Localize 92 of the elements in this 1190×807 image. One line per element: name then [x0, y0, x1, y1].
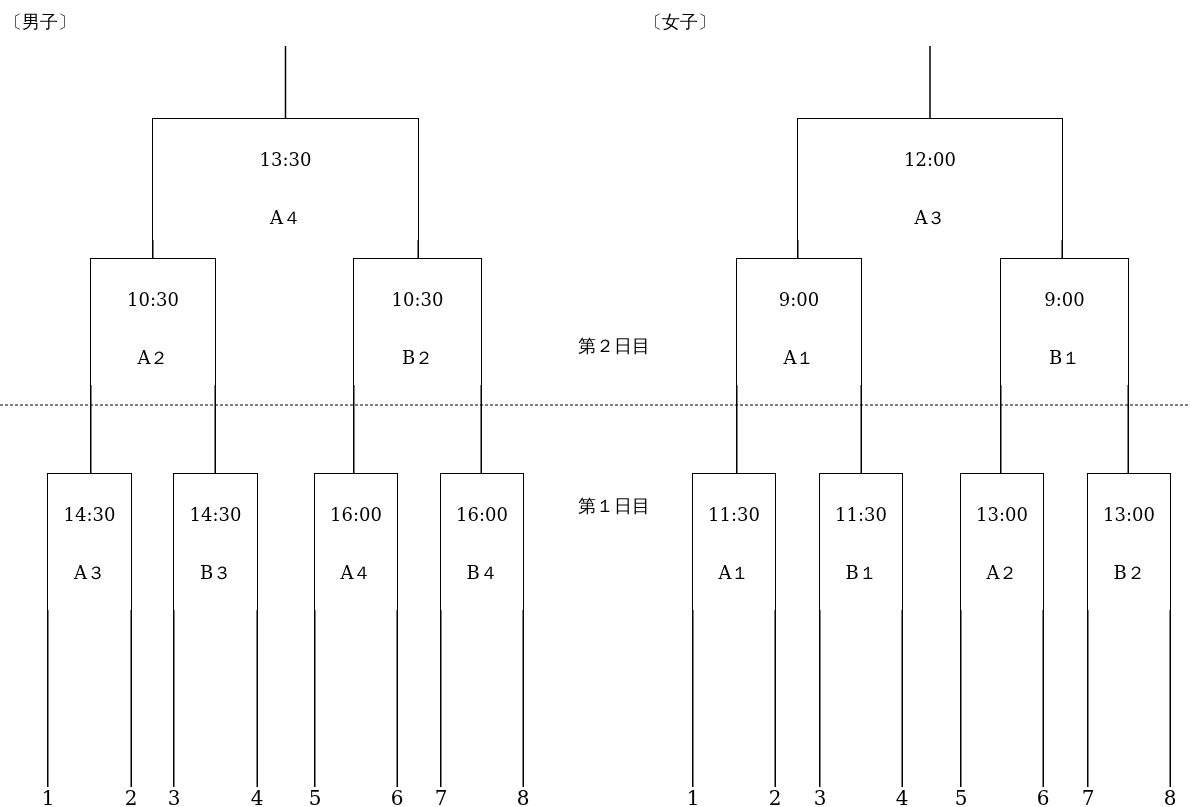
entry-number: 7 — [1076, 787, 1100, 807]
bracket-line — [1087, 609, 1089, 788]
bracket-line — [819, 609, 821, 788]
bracket-line — [797, 239, 799, 259]
match-time: 11:30 — [834, 503, 888, 526]
bracket-line — [692, 609, 694, 788]
court-label: A３ — [73, 561, 106, 584]
bracket-line — [1042, 609, 1044, 788]
court-label: A１ — [782, 346, 816, 369]
match-bracket — [819, 473, 903, 610]
entry-number: 8 — [511, 787, 535, 807]
bracket-line — [440, 609, 442, 788]
match-bracket — [692, 473, 776, 610]
bracket-line — [774, 609, 776, 788]
match-bracket — [736, 258, 862, 385]
stem-line — [929, 45, 931, 119]
match-time: 16:00 — [329, 503, 383, 526]
match-bracket — [173, 473, 258, 610]
match-time: 14:30 — [62, 503, 117, 526]
match-time: 13:30 — [258, 148, 313, 171]
section-heading: 〔女子〕 — [644, 11, 716, 33]
bracket-line — [353, 384, 355, 474]
match-bracket — [47, 473, 132, 610]
match-bracket — [353, 258, 482, 385]
match-bracket — [314, 473, 398, 610]
match-time: 11:30 — [707, 503, 761, 526]
match-time: 10:30 — [126, 288, 180, 311]
entry-number: 6 — [1031, 787, 1055, 807]
bracket-line — [736, 384, 738, 474]
bracket-line — [901, 609, 903, 788]
bracket-line — [152, 239, 154, 259]
court-label: B１ — [844, 561, 878, 584]
match-bracket — [1087, 473, 1171, 610]
stem-line — [284, 45, 287, 119]
bracket-line — [480, 384, 482, 474]
entry-number: 5 — [303, 787, 327, 807]
bracket-line — [396, 609, 398, 788]
court-label: A３ — [913, 206, 947, 229]
entry-number: 1 — [681, 787, 705, 807]
entry-number: 8 — [1158, 787, 1182, 807]
bracket-line — [960, 609, 962, 788]
bracket-line — [256, 609, 258, 788]
court-label: A１ — [717, 561, 751, 584]
entry-number: 1 — [36, 787, 60, 807]
match-bracket — [1000, 258, 1129, 385]
entry-number: 6 — [385, 787, 409, 807]
match-bracket — [90, 258, 216, 385]
bracket-line — [214, 384, 216, 474]
entry-number: 2 — [763, 787, 787, 807]
bracket-line — [522, 609, 524, 788]
entry-number: 3 — [162, 787, 186, 807]
court-label: B１ — [1047, 346, 1082, 369]
match-bracket — [960, 473, 1044, 610]
bracket-line — [130, 609, 132, 788]
match-time: 13:00 — [975, 503, 1029, 526]
bracket-line — [173, 609, 175, 788]
bracket-line — [1061, 239, 1063, 259]
bracket-line — [1000, 384, 1002, 474]
entry-number: 4 — [245, 787, 269, 807]
court-label: A２ — [985, 561, 1019, 584]
match-time: 16:00 — [455, 503, 509, 526]
court-label: B３ — [198, 561, 233, 584]
entry-number: 2 — [119, 787, 143, 807]
bracket-line — [47, 609, 49, 788]
bracket-line — [90, 384, 92, 474]
bracket-line — [860, 384, 862, 474]
match-time: 12:00 — [903, 148, 957, 171]
match-time: 14:30 — [188, 503, 243, 526]
entry-number: 7 — [429, 787, 453, 807]
entry-number: 4 — [890, 787, 914, 807]
court-label: B２ — [1112, 561, 1146, 584]
match-time: 9:00 — [1043, 288, 1086, 311]
match-bracket — [440, 473, 524, 610]
court-label: A４ — [339, 561, 373, 584]
match-time: 13:00 — [1102, 503, 1156, 526]
entry-number: 3 — [808, 787, 832, 807]
day-label: 第１日目 — [578, 495, 650, 517]
match-bracket — [152, 118, 419, 240]
court-label: B４ — [465, 561, 499, 584]
court-label: B２ — [400, 346, 435, 369]
court-label: A２ — [136, 346, 170, 369]
bracket-line — [1127, 384, 1129, 474]
bracket-line — [314, 609, 316, 788]
court-label: A４ — [269, 206, 302, 229]
match-time: 10:30 — [390, 288, 445, 311]
entry-number: 5 — [949, 787, 973, 807]
match-bracket — [797, 118, 1063, 240]
bracket-line — [417, 239, 419, 259]
bracket-line — [1169, 609, 1171, 788]
match-time: 9:00 — [777, 288, 821, 311]
section-heading: 〔男子〕 — [4, 11, 76, 33]
day-label: 第２日目 — [578, 335, 650, 357]
